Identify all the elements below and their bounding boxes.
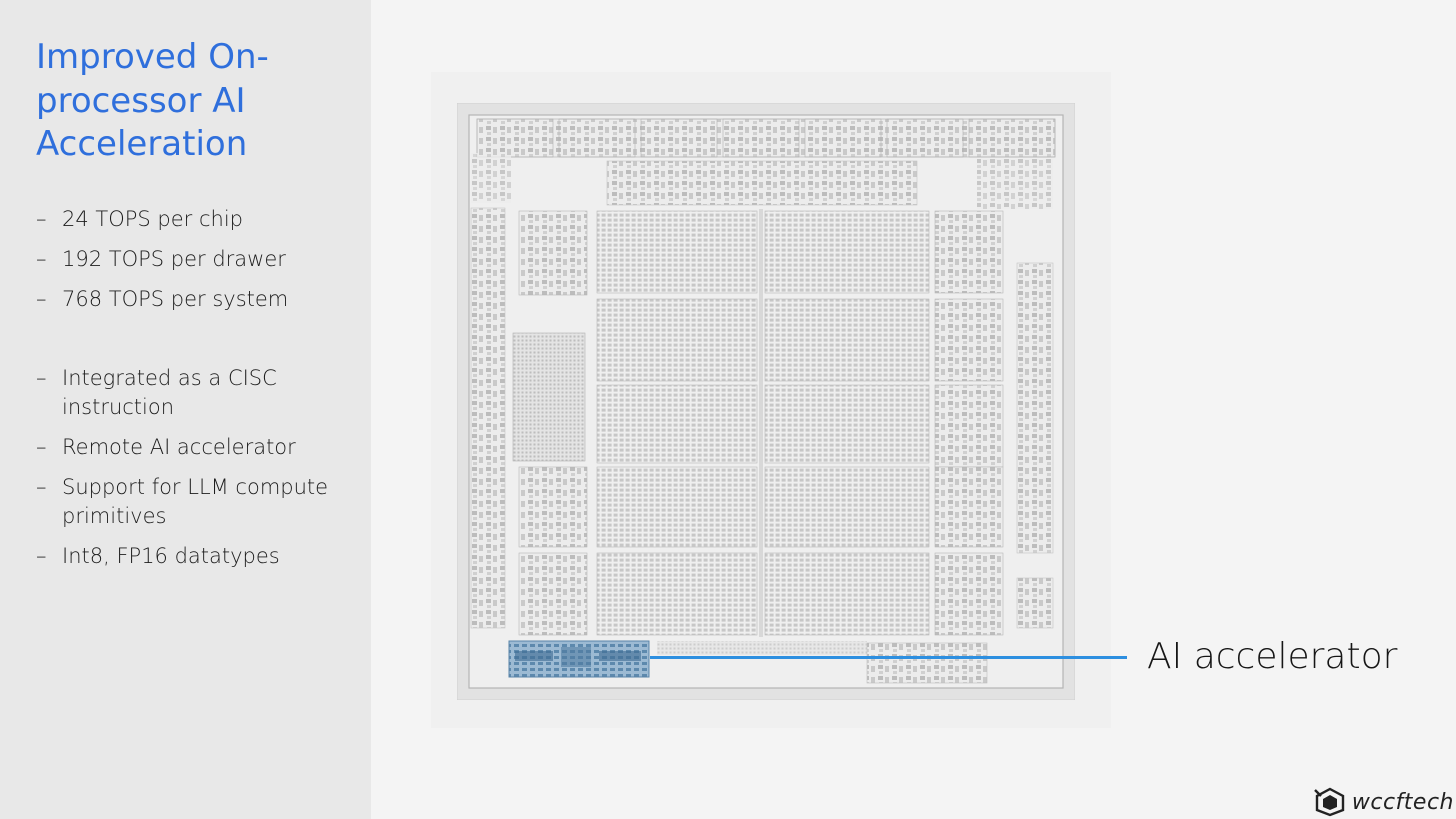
bullet-dash: –	[36, 435, 47, 459]
bullet-text: Remote AI accelerator	[62, 435, 296, 459]
list-item: –Integrated as a CISC instruction	[36, 364, 356, 422]
list-item: –768 TOPS per system	[36, 285, 356, 314]
specs-list: –24 TOPS per chip –192 TOPS per drawer –…	[36, 205, 356, 325]
bullet-text: 768 TOPS per system	[62, 287, 289, 311]
bullet-text: 24 TOPS per chip	[62, 207, 244, 231]
watermark: wccftech	[1314, 787, 1454, 817]
list-item: –192 TOPS per drawer	[36, 245, 356, 274]
bullet-text: Int8, FP16 datatypes	[62, 544, 280, 568]
watermark-text: wccftech	[1351, 789, 1454, 815]
bullet-text: Integrated as a CISC instruction	[62, 366, 277, 419]
bullet-text: 192 TOPS per drawer	[62, 247, 286, 271]
list-item: –Int8, FP16 datatypes	[36, 542, 356, 571]
callout-label: AI accelerator	[1147, 636, 1398, 677]
bullet-dash: –	[36, 366, 47, 390]
wccftech-logo-icon	[1314, 787, 1345, 817]
list-item: –24 TOPS per chip	[36, 205, 356, 234]
features-list: –Integrated as a CISC instruction –Remot…	[36, 364, 356, 582]
bullet-dash: –	[36, 247, 47, 271]
list-item: –Support for LLM compute primitives	[36, 473, 356, 531]
bullet-dash: –	[36, 207, 47, 231]
bullet-text: Support for LLM compute primitives	[62, 475, 329, 528]
text-sidebar: Improved On-processor AI Acceleration –2…	[0, 0, 371, 819]
callout-line	[650, 656, 1127, 659]
processor-die-image	[457, 103, 1075, 700]
list-item: –Remote AI accelerator	[36, 433, 356, 462]
slide-title: Improved On-processor AI Acceleration	[36, 37, 269, 164]
bullet-dash: –	[36, 475, 47, 499]
bullet-dash: –	[36, 287, 47, 311]
bullet-dash: –	[36, 544, 47, 568]
